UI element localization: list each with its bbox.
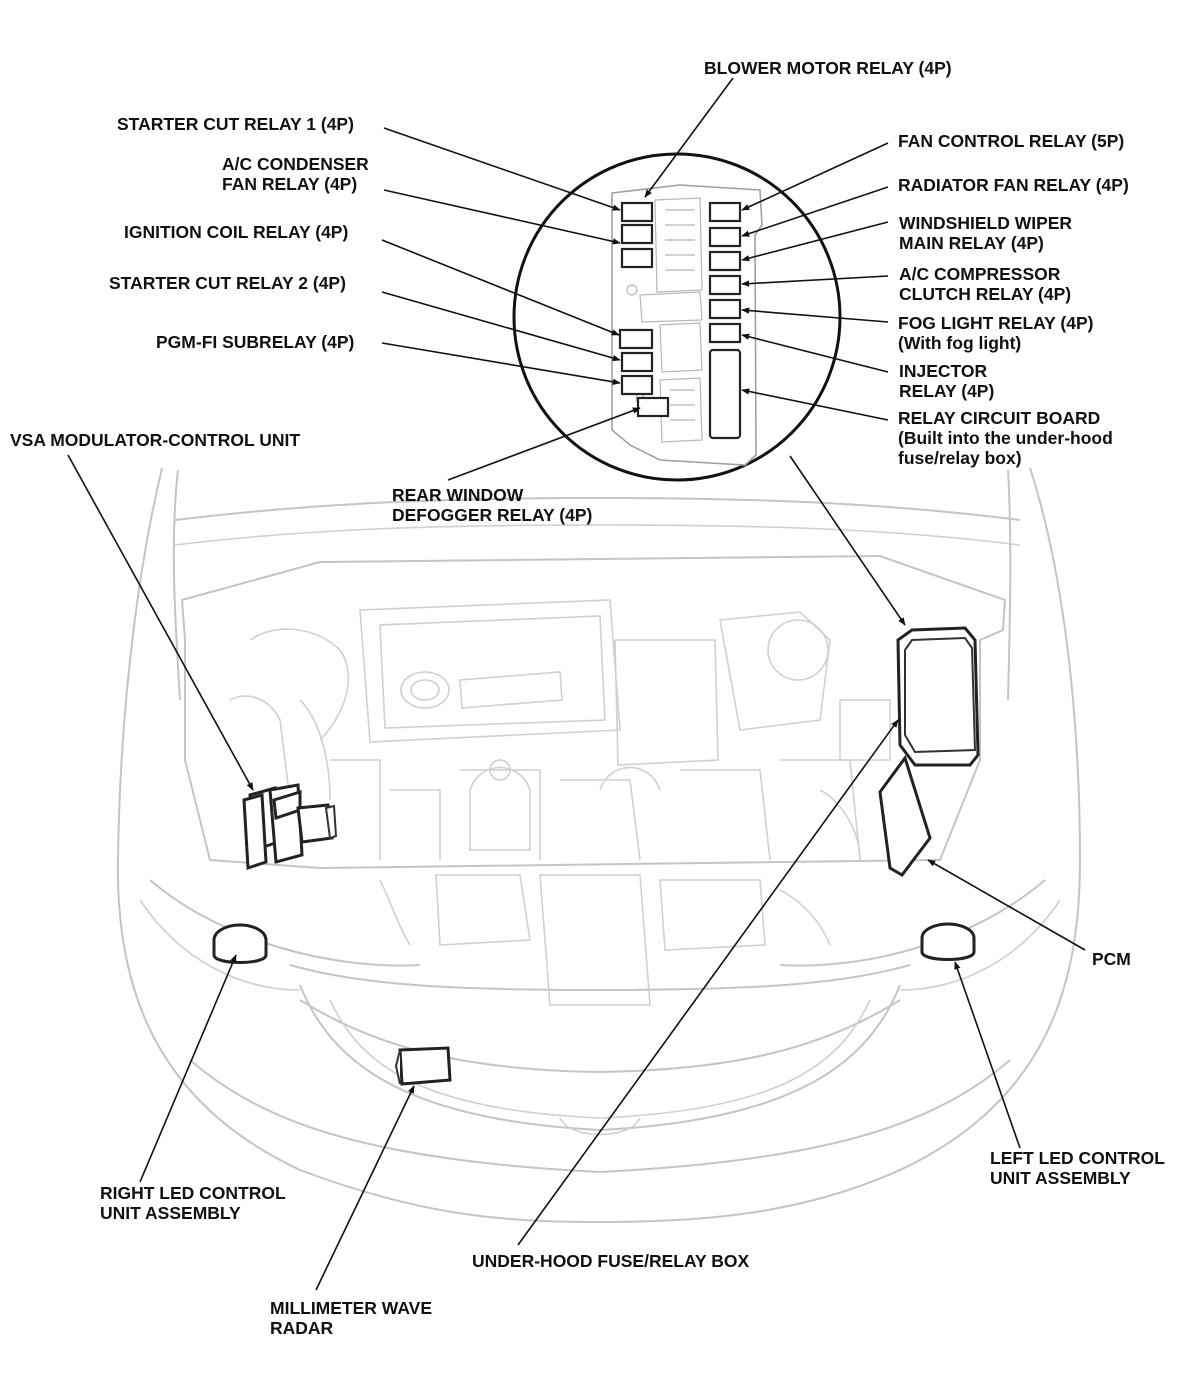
label-pgm-fi-subrelay: PGM-FI SUBRELAY (4P) — [156, 332, 355, 352]
label-line: DEFOGGER RELAY (4P) — [392, 505, 593, 525]
leader-lines — [67, 77, 1086, 1291]
label-ac-compressor-clutch-relay: A/C COMPRESSOR CLUTCH RELAY (4P) — [899, 264, 1071, 304]
label-line: (With fog light) — [898, 333, 1022, 353]
label-under-hood-fuse-relay-box: UNDER-HOOD FUSE/RELAY BOX — [472, 1251, 750, 1271]
label-line: A/C COMPRESSOR — [899, 264, 1061, 284]
label-line: (Built into the under-hood — [898, 428, 1113, 448]
label-line: fuse/relay box) — [898, 448, 1022, 468]
label-line: RELAY CIRCUIT BOARD — [898, 408, 1101, 428]
label-millimeter-wave-radar: MILLIMETER WAVE RADAR — [270, 1298, 432, 1338]
under-hood-fuse-relay-box — [896, 626, 980, 767]
label-radiator-fan-relay: RADIATOR FAN RELAY (4P) — [898, 175, 1129, 195]
label-relay-circuit-board: RELAY CIRCUIT BOARD (Built into the unde… — [898, 408, 1113, 468]
label-blower-motor-relay: BLOWER MOTOR RELAY (4P) — [704, 58, 952, 78]
label-line: FOG LIGHT RELAY (4P) — [898, 313, 1094, 333]
vsa-modulator-control-unit — [242, 783, 338, 871]
label-line: MAIN RELAY (4P) — [899, 233, 1044, 253]
label-line: A/C CONDENSER — [222, 154, 369, 174]
label-line: INJECTOR — [899, 361, 988, 381]
label-line: MILLIMETER WAVE — [270, 1298, 433, 1318]
label-injector-relay: INJECTOR RELAY (4P) — [899, 361, 994, 401]
label-pcm: PCM — [1092, 949, 1131, 969]
right-led-control-unit — [212, 923, 268, 964]
left-led-control-unit — [920, 922, 976, 961]
label-left-led-control-unit: LEFT LED CONTROL UNIT ASSEMBLY — [990, 1148, 1165, 1188]
label-line: UNIT ASSEMBLY — [990, 1168, 1131, 1188]
label-line: REAR WINDOW — [392, 485, 524, 505]
label-line: WINDSHIELD WIPER — [899, 213, 1073, 233]
label-line: RELAY (4P) — [899, 381, 995, 401]
label-starter-cut-relay-1: STARTER CUT RELAY 1 (4P) — [117, 114, 354, 134]
car-body-outline — [116, 467, 1082, 1224]
label-ac-condenser-fan-relay: A/C CONDENSER FAN RELAY (4P) — [222, 154, 369, 194]
label-line: FAN RELAY (4P) — [222, 174, 358, 194]
engine-detail — [229, 599, 891, 1006]
label-fan-control-relay: FAN CONTROL RELAY (5P) — [898, 131, 1125, 151]
pcm-unit — [878, 754, 932, 877]
label-line: UNIT ASSEMBLY — [100, 1203, 241, 1223]
label-ignition-coil-relay: IGNITION COIL RELAY (4P) — [124, 222, 349, 242]
label-line: LEFT LED CONTROL — [990, 1148, 1165, 1168]
label-starter-cut-relay-2: STARTER CUT RELAY 2 (4P) — [109, 273, 346, 293]
label-vsa-modulator-control-unit: VSA MODULATOR-CONTROL UNIT — [10, 430, 301, 450]
label-windshield-wiper-main-relay: WINDSHIELD WIPER MAIN RELAY (4P) — [899, 213, 1072, 253]
label-rear-window-defogger-relay: REAR WINDOW DEFOGGER RELAY (4P) — [392, 485, 592, 525]
label-fog-light-relay: FOG LIGHT RELAY (4P) (With fog light) — [898, 313, 1093, 353]
label-line: RADAR — [270, 1318, 334, 1338]
label-line: CLUTCH RELAY (4P) — [899, 284, 1072, 304]
label-right-led-control-unit: RIGHT LED CONTROL UNIT ASSEMBLY — [100, 1183, 286, 1223]
label-line: RIGHT LED CONTROL — [100, 1183, 286, 1203]
millimeter-wave-radar — [394, 1046, 452, 1086]
relay-box-callout — [512, 152, 842, 482]
